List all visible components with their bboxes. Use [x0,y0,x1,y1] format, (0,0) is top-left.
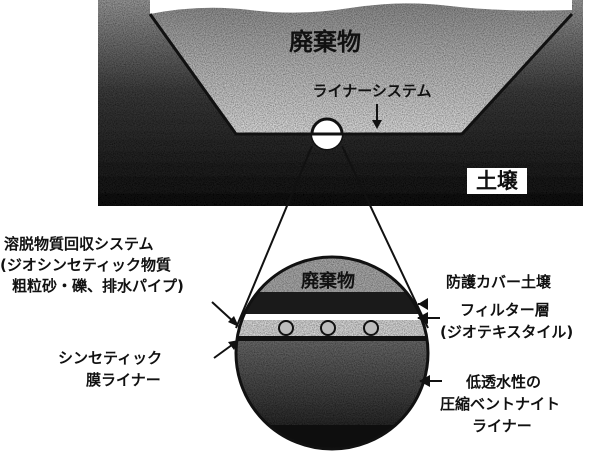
label-clay-2: 圧縮ベントナイト [440,395,561,413]
label-clay-3: ライナー [472,417,532,435]
waste-label-top: 廃棄物 [289,28,361,56]
leader-arrows [211,298,442,387]
zoom-guide-right [341,145,429,329]
label-synthetic-2: 膜ライナー [86,371,161,389]
label-leachate-3: 粗粒砂・礫、排水パイプ) [12,277,184,295]
drain-pipe [320,320,336,336]
filter-layer [236,314,428,320]
landfill-section: 廃棄物 ライナーシステム 土壌 [98,0,583,206]
label-leachate-1: 溶脱物質回収システム [4,235,154,253]
label-filter-2: (ジオテキスタイル) [440,323,574,341]
label-synthetic-1: シンセティック [58,349,163,367]
label-filter-1: フィルター層 [460,301,550,319]
soil-label: 土壌 [476,169,519,193]
magnifier-outline [234,255,430,451]
clay-liner-layer [236,341,428,425]
drain-pipe [363,320,379,336]
cover-soil-layer [236,292,428,314]
label-cover-soil: 防護カバー土壌 [446,273,552,291]
synthetic-liner-layer [236,336,428,341]
zoom-guide-left [235,145,313,329]
waste-surface [150,0,572,14]
drain-pipe [278,320,294,336]
label-clay-1: 低透水性の [466,373,542,391]
label-leachate-2: (ジオシンセティック物質 [0,256,171,274]
waste-body [150,0,572,134]
soil-label-box [467,168,527,194]
waste-label-zoom: 廃棄物 [301,270,355,292]
liner-line [148,12,574,136]
zoom-marker [310,117,344,151]
liner-system-label: ライナーシステム [313,82,432,100]
